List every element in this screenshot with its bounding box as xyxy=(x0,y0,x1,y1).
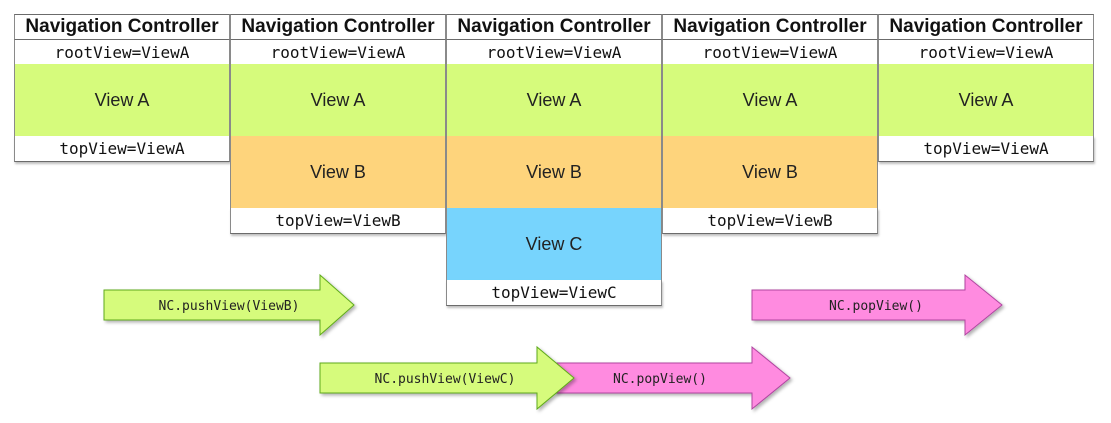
column-header: Navigation Controller xyxy=(662,14,878,40)
view-a-box: View A xyxy=(230,64,446,136)
top-view-label: topView=ViewB xyxy=(230,208,446,234)
top-view-label: topView=ViewB xyxy=(662,208,878,234)
column-header: Navigation Controller xyxy=(14,14,230,40)
column-header: Navigation Controller xyxy=(446,14,662,40)
view-b-box: View B xyxy=(446,136,662,208)
view-b-box: View B xyxy=(662,136,878,208)
top-view-label: topView=ViewC xyxy=(446,280,662,306)
root-view-label: rootView=ViewA xyxy=(446,40,662,64)
view-b-box: View B xyxy=(230,136,446,208)
top-view-label: topView=ViewA xyxy=(878,136,1094,162)
view-a-box: View A xyxy=(14,64,230,136)
root-view-label: rootView=ViewA xyxy=(878,40,1094,64)
pop-arrow-2-label: NC.popView() xyxy=(613,372,707,387)
view-c-box: View C xyxy=(446,208,662,280)
top-view-label: topView=ViewA xyxy=(14,136,230,162)
column-header: Navigation Controller xyxy=(230,14,446,40)
push-arrow-viewb-label: NC.pushView(ViewB) xyxy=(159,299,300,314)
view-a-box: View A xyxy=(446,64,662,136)
pop-arrow-2: NC.popView() xyxy=(554,345,791,411)
root-view-label: rootView=ViewA xyxy=(662,40,878,64)
view-a-box: View A xyxy=(878,64,1094,136)
push-arrow-viewc: NC.pushView(ViewC) xyxy=(319,345,575,411)
push-arrow-viewc-label: NC.pushView(ViewC) xyxy=(375,372,516,387)
pop-arrow-1: NC.popView() xyxy=(751,273,1003,337)
root-view-label: rootView=ViewA xyxy=(230,40,446,64)
pop-arrow-1-label: NC.popView() xyxy=(829,299,923,314)
column-header: Navigation Controller xyxy=(878,14,1094,40)
push-arrow-viewb: NC.pushView(ViewB) xyxy=(103,273,355,337)
view-a-box: View A xyxy=(662,64,878,136)
root-view-label: rootView=ViewA xyxy=(14,40,230,64)
